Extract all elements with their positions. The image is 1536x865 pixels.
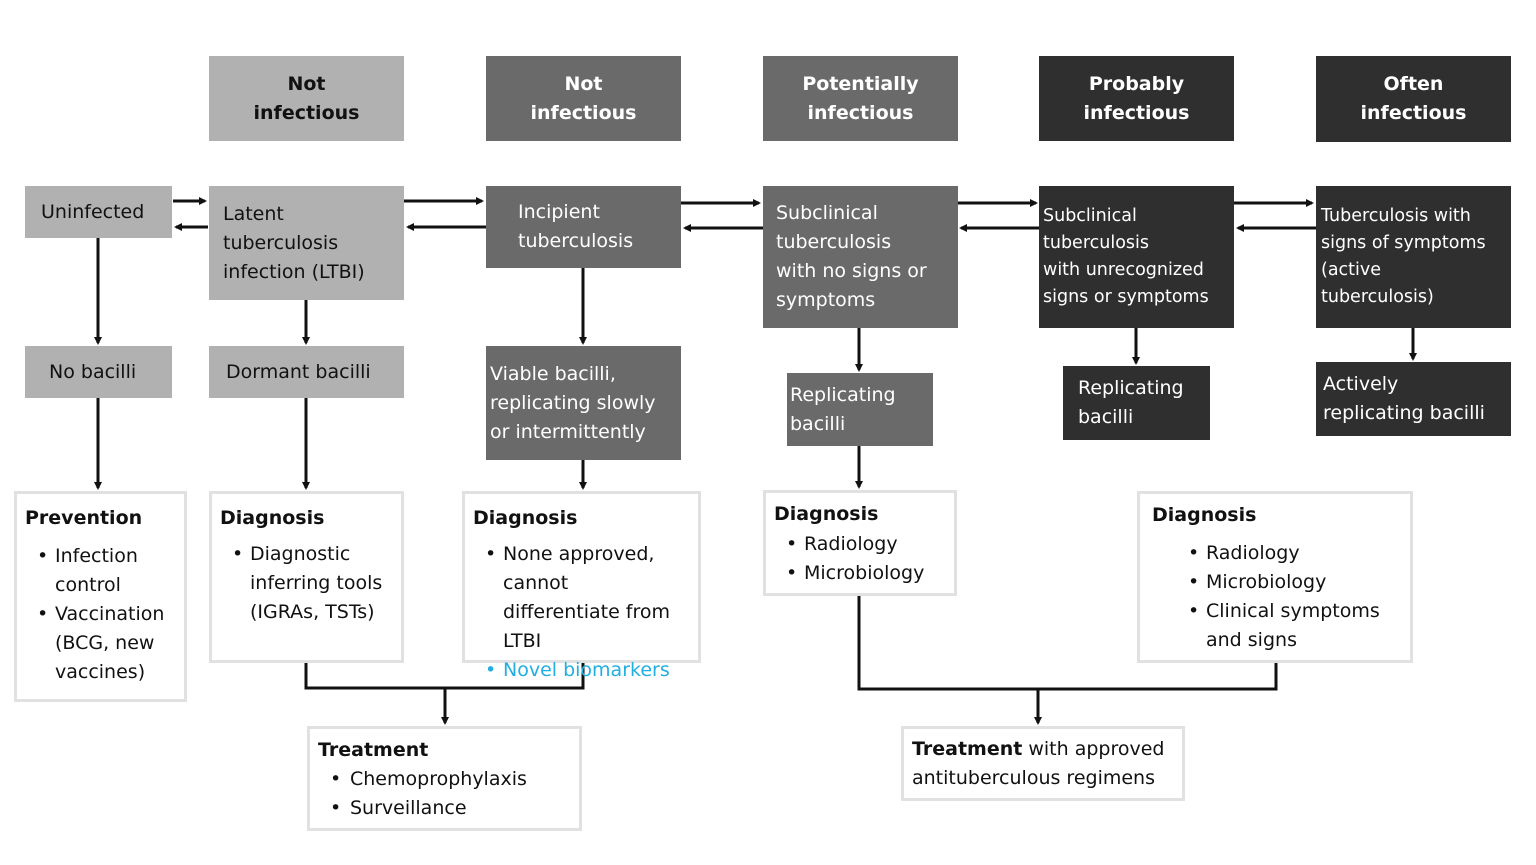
list-item: Surveillance bbox=[318, 794, 571, 823]
stage-subclinical-no-signs: Subclinical tuberculosis with no signs o… bbox=[763, 186, 958, 328]
card-treatment-1: Treatment Chemoprophylaxis Surveillance bbox=[307, 726, 582, 831]
bacilli-actively-replicating: Actively replicating bacilli bbox=[1316, 362, 1511, 436]
list-item: None approved, cannot differentiate from… bbox=[473, 540, 690, 656]
header-not-infectious-2: Not infectious bbox=[486, 56, 681, 141]
treatment-2-rest: with approved antituberculous regimens bbox=[912, 738, 1165, 789]
bacilli-dormant: Dormant bacilli bbox=[209, 346, 404, 398]
card-title: Prevention bbox=[25, 507, 143, 529]
card-title: Diagnosis bbox=[473, 507, 578, 529]
list-item: Diagnostic inferring tools (IGRAs, TSTs) bbox=[220, 540, 393, 627]
card-diagnosis-subclinical: Diagnosis Radiology Microbiology bbox=[763, 490, 957, 596]
bacilli-replicating-1: Replicating bacilli bbox=[787, 373, 933, 446]
card-diagnosis-ltbi: Diagnosis Diagnostic inferring tools (IG… bbox=[209, 491, 404, 663]
stage-subclinical-unrecognized: Subclinical tuberculosis with unrecogniz… bbox=[1039, 186, 1234, 328]
stage-latent: Latent tuberculosis infection (LTBI) bbox=[209, 186, 404, 300]
bacilli-none: No bacilli bbox=[25, 346, 172, 398]
card-title: Diagnosis bbox=[774, 503, 879, 525]
list-item: Radiology bbox=[774, 530, 946, 559]
header-probably-infectious: Probably infectious bbox=[1039, 56, 1234, 141]
stage-incipient: Incipient tuberculosis bbox=[486, 186, 681, 268]
card-title: Treatment bbox=[912, 738, 1023, 760]
stage-uninfected: Uninfected bbox=[25, 186, 172, 238]
join-treatment-2 bbox=[857, 596, 1278, 691]
list-item: Infection control bbox=[25, 542, 176, 600]
treatment-2-text: Treatment with approved antituberculous … bbox=[912, 738, 1165, 789]
list-item: Microbiology bbox=[774, 559, 946, 588]
card-title: Diagnosis bbox=[1152, 504, 1257, 526]
header-not-infectious-1: Not infectious bbox=[209, 56, 404, 141]
header-often-infectious: Often infectious bbox=[1316, 56, 1511, 142]
list-item: Microbiology bbox=[1176, 568, 1402, 597]
list-item: Clinical symptoms and signs bbox=[1176, 597, 1402, 655]
list-item: Chemoprophylaxis bbox=[318, 765, 571, 794]
bacilli-viable: Viable bacilli, replicating slowly or in… bbox=[486, 346, 681, 460]
card-diagnosis-incipient: Diagnosis None approved, cannot differen… bbox=[462, 491, 701, 685]
card-treatment-2: Treatment with approved antituberculous … bbox=[901, 726, 1185, 801]
card-prevention: Prevention Infection control Vaccination… bbox=[14, 491, 187, 702]
list-item-novel-biomarkers: Novel biomarkers bbox=[473, 656, 690, 685]
card-diagnosis-active: Diagnosis Radiology Microbiology Clinica… bbox=[1137, 491, 1413, 663]
card-title: Treatment bbox=[318, 739, 429, 761]
bacilli-replicating-2: Replicating bacilli bbox=[1063, 366, 1210, 440]
card-title: Diagnosis bbox=[220, 507, 325, 529]
list-item: Vaccination (BCG, new vaccines) bbox=[25, 600, 176, 687]
list-item: Radiology bbox=[1176, 539, 1402, 568]
stage-active-tuberculosis: Tuberculosis with signs of symptoms (act… bbox=[1316, 186, 1511, 328]
header-potentially-infectious: Potentially infectious bbox=[763, 56, 958, 141]
